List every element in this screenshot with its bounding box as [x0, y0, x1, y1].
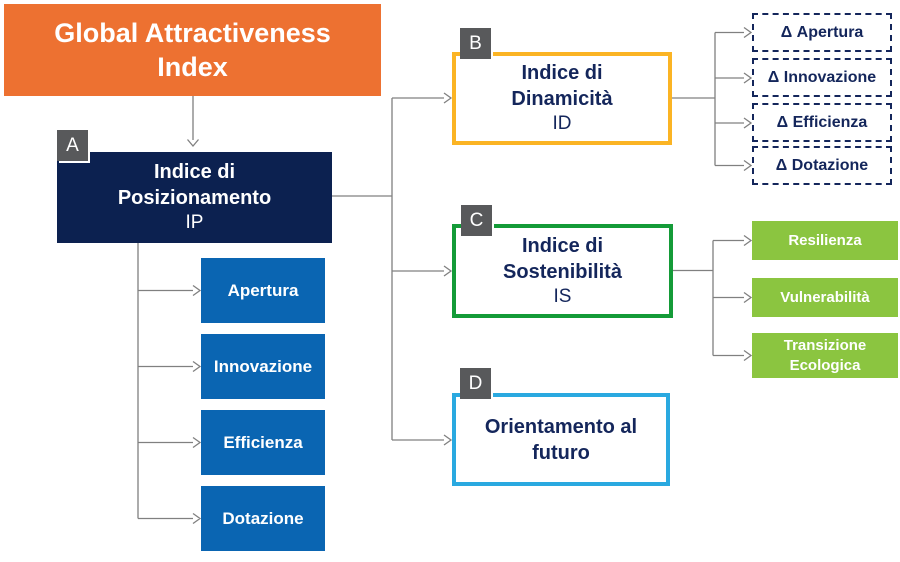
node-indice-di-posizionamento: Indice di Posizionamento IP	[57, 152, 332, 243]
node-transizione-ecologica: Transizione Ecologica	[752, 333, 898, 378]
node-dotazione: Dotazione	[201, 486, 325, 551]
node-name-line: futuro	[532, 441, 590, 464]
node-vulnerabilita: Vulnerabilità	[752, 278, 898, 317]
root-title-line1: Global Attractiveness	[54, 17, 331, 48]
root-title-line2: Index	[157, 52, 228, 82]
node-abbr: IS	[553, 285, 572, 307]
tag-a: A	[57, 130, 88, 161]
node-name-line: Orientamento al	[484, 415, 638, 438]
node-abbr: ID	[552, 113, 572, 135]
node-name-line: Indice di	[153, 161, 236, 184]
tag-d: D	[460, 368, 491, 399]
arrowhead-chevrons	[187, 26, 753, 525]
node-name-line: Indice di	[521, 62, 603, 85]
node-delta-dotazione: Δ Dotazione	[752, 146, 892, 185]
tag-b: B	[460, 28, 491, 59]
node-delta-efficienza: Δ Efficienza	[752, 103, 892, 142]
node-efficienza: Efficienza	[201, 410, 325, 475]
tag-c: C	[461, 205, 492, 236]
node-apertura: Apertura	[201, 258, 325, 323]
node-name-line: Indice di	[521, 234, 604, 257]
node-resilienza: Resilienza	[752, 221, 898, 260]
node-delta-innovazione: Δ Innovazione	[752, 58, 892, 97]
node-abbr: IP	[185, 212, 204, 234]
node-name-line: Posizionamento	[117, 187, 272, 210]
connector-line-paths	[137, 31, 744, 520]
node-global-attractiveness-index: Global Attractiveness Index	[4, 4, 381, 96]
node-name-line: Dinamicità	[511, 88, 613, 111]
node-indice-di-sostenibilita: Indice di Sostenibilità IS	[452, 224, 673, 318]
node-delta-apertura: Δ Apertura	[752, 13, 892, 52]
node-indice-di-dinamicita: Indice di Dinamicità ID	[452, 52, 672, 145]
node-innovazione: Innovazione	[201, 334, 325, 399]
node-orientamento-al-futuro: Orientamento al futuro	[452, 393, 670, 486]
node-name-line: Sostenibilità	[503, 260, 622, 283]
